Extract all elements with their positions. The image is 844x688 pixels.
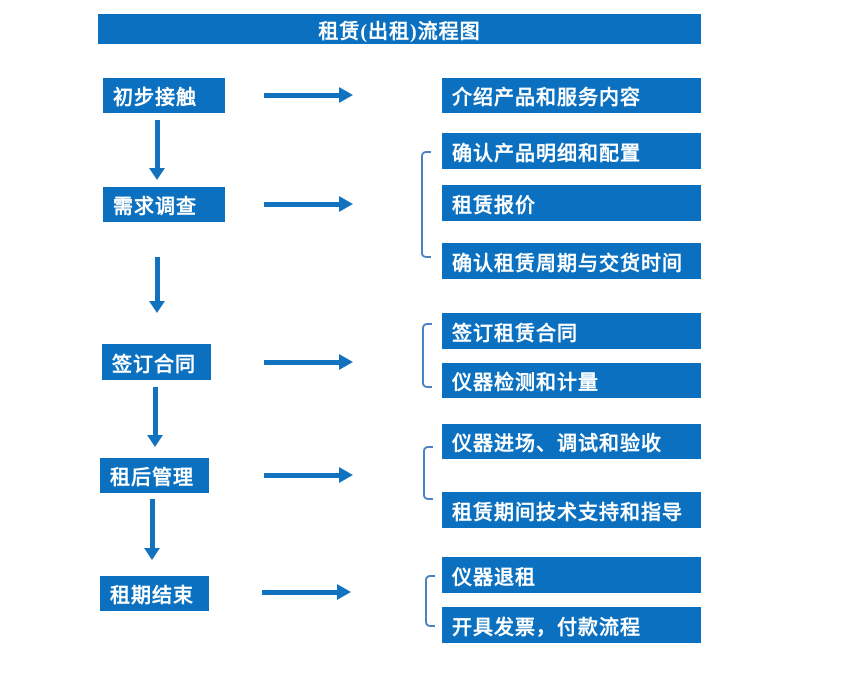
down-arrow-icon	[149, 257, 165, 313]
output-box: 租赁报价	[442, 185, 701, 221]
right-arrow-icon	[264, 196, 353, 212]
right-arrow-icon	[264, 87, 353, 103]
down-arrow-icon	[144, 499, 160, 560]
right-arrow-icon	[264, 354, 353, 370]
output-box: 确认产品明细和配置	[442, 133, 701, 169]
group-bracket	[423, 446, 433, 500]
right-arrow-icon	[262, 584, 351, 600]
group-bracket	[425, 575, 435, 627]
group-bracket	[421, 151, 431, 258]
output-box: 租赁期间技术支持和指导	[442, 492, 701, 528]
group-bracket	[422, 323, 432, 388]
step-post-rental-management: 租后管理	[100, 458, 209, 493]
right-arrow-icon	[264, 467, 353, 483]
flowchart-title: 租赁(出租)流程图	[98, 14, 701, 44]
down-arrow-icon	[147, 387, 163, 447]
step-sign-contract: 签订合同	[102, 344, 211, 380]
output-box: 确认租赁周期与交货时间	[442, 243, 701, 279]
output-box: 仪器检测和计量	[442, 363, 701, 398]
output-box: 仪器进场、调试和验收	[442, 424, 701, 459]
output-box: 仪器退租	[442, 557, 701, 593]
step-rental-end: 租期结束	[100, 576, 209, 611]
step-initial-contact: 初步接触	[103, 78, 225, 113]
output-box: 签订租赁合同	[442, 313, 701, 349]
step-demand-survey: 需求调查	[103, 187, 225, 222]
output-box: 开具发票，付款流程	[442, 607, 701, 643]
output-box: 介绍产品和服务内容	[442, 78, 701, 113]
down-arrow-icon	[149, 120, 165, 180]
